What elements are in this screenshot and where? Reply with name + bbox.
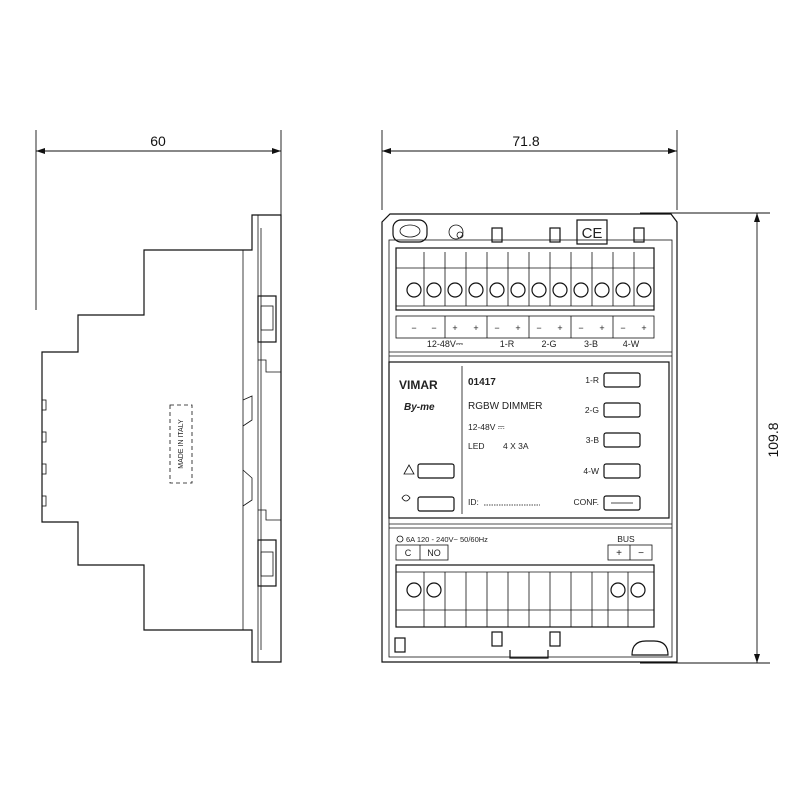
ce-mark: CE (582, 225, 603, 242)
channel-3b-button[interactable] (603, 432, 641, 448)
svg-text:−: − (536, 323, 541, 333)
front-label-panel (388, 361, 670, 519)
svg-text:+: + (473, 323, 478, 333)
svg-text:+: + (452, 323, 457, 333)
svg-text:−: − (578, 323, 583, 333)
svg-text:−: − (431, 323, 436, 333)
svg-text:+: + (557, 323, 562, 333)
brand-logo: VIMAR (399, 378, 438, 392)
terminal-label-3b: 3-B (584, 339, 598, 349)
relay-c-label: C (405, 548, 412, 558)
relay-no-label: NO (427, 548, 441, 558)
lower-terminal-screws (406, 572, 646, 627)
conf-button[interactable] (603, 495, 641, 511)
bus-label: BUS (617, 534, 635, 544)
dimension-side-width: 60 (35, 130, 282, 310)
svg-text:+: + (515, 323, 520, 333)
bus-plus: + (616, 548, 622, 559)
svg-text:+: + (599, 323, 604, 333)
side-width-value: 60 (150, 133, 166, 149)
warning-led (417, 463, 455, 479)
series-name: By-me (404, 402, 435, 413)
channel-2g-button[interactable] (603, 402, 641, 418)
side-view: MADE IN ITALY (41, 214, 282, 663)
front-width-value: 71.8 (512, 133, 539, 149)
made-in-label: MADE IN ITALY (178, 419, 185, 469)
channel-1r-label: 1-R (585, 375, 599, 385)
voltage-line: 12-48V ⎓ (468, 422, 505, 432)
channel-4w-button[interactable] (603, 463, 641, 479)
id-label: ID: (468, 497, 479, 507)
front-view: CE − − + + (381, 213, 678, 663)
warning-icon (403, 464, 415, 475)
svg-text:−: − (494, 323, 499, 333)
dimension-front-width: 71.8 (381, 130, 678, 210)
dimension-front-height: 109.8 (640, 212, 781, 664)
rating-line: 4 X 3A (503, 441, 529, 451)
bus-minus: − (638, 548, 644, 559)
channel-2g-label: 2-G (585, 405, 599, 415)
svg-text:−: − (620, 323, 625, 333)
terminal-label-supply: 12-48V⎓ (427, 339, 463, 349)
program-button[interactable] (417, 496, 455, 512)
led-line: LED (468, 441, 485, 451)
terminal-label-1r: 1-R (500, 339, 515, 349)
channel-3b-label: 3-B (586, 435, 600, 445)
svg-text:−: − (411, 323, 416, 333)
hand-icon (401, 494, 411, 502)
front-height-value: 109.8 (765, 422, 781, 457)
conf-label: CONF. (574, 497, 600, 507)
channel-4w-label: 4-W (583, 466, 599, 476)
terminal-label-4w: 4-W (623, 339, 640, 349)
terminal-label-2g: 2-G (541, 339, 556, 349)
product-code: 01417 (468, 377, 496, 388)
relay-rating: 6A 120 - 240V~ 50/60Hz (406, 535, 488, 544)
product-name: RGBW DIMMER (468, 401, 542, 412)
upper-terminal-screws (406, 227, 652, 306)
channel-1r-button[interactable] (603, 372, 641, 388)
svg-text:+: + (641, 323, 646, 333)
